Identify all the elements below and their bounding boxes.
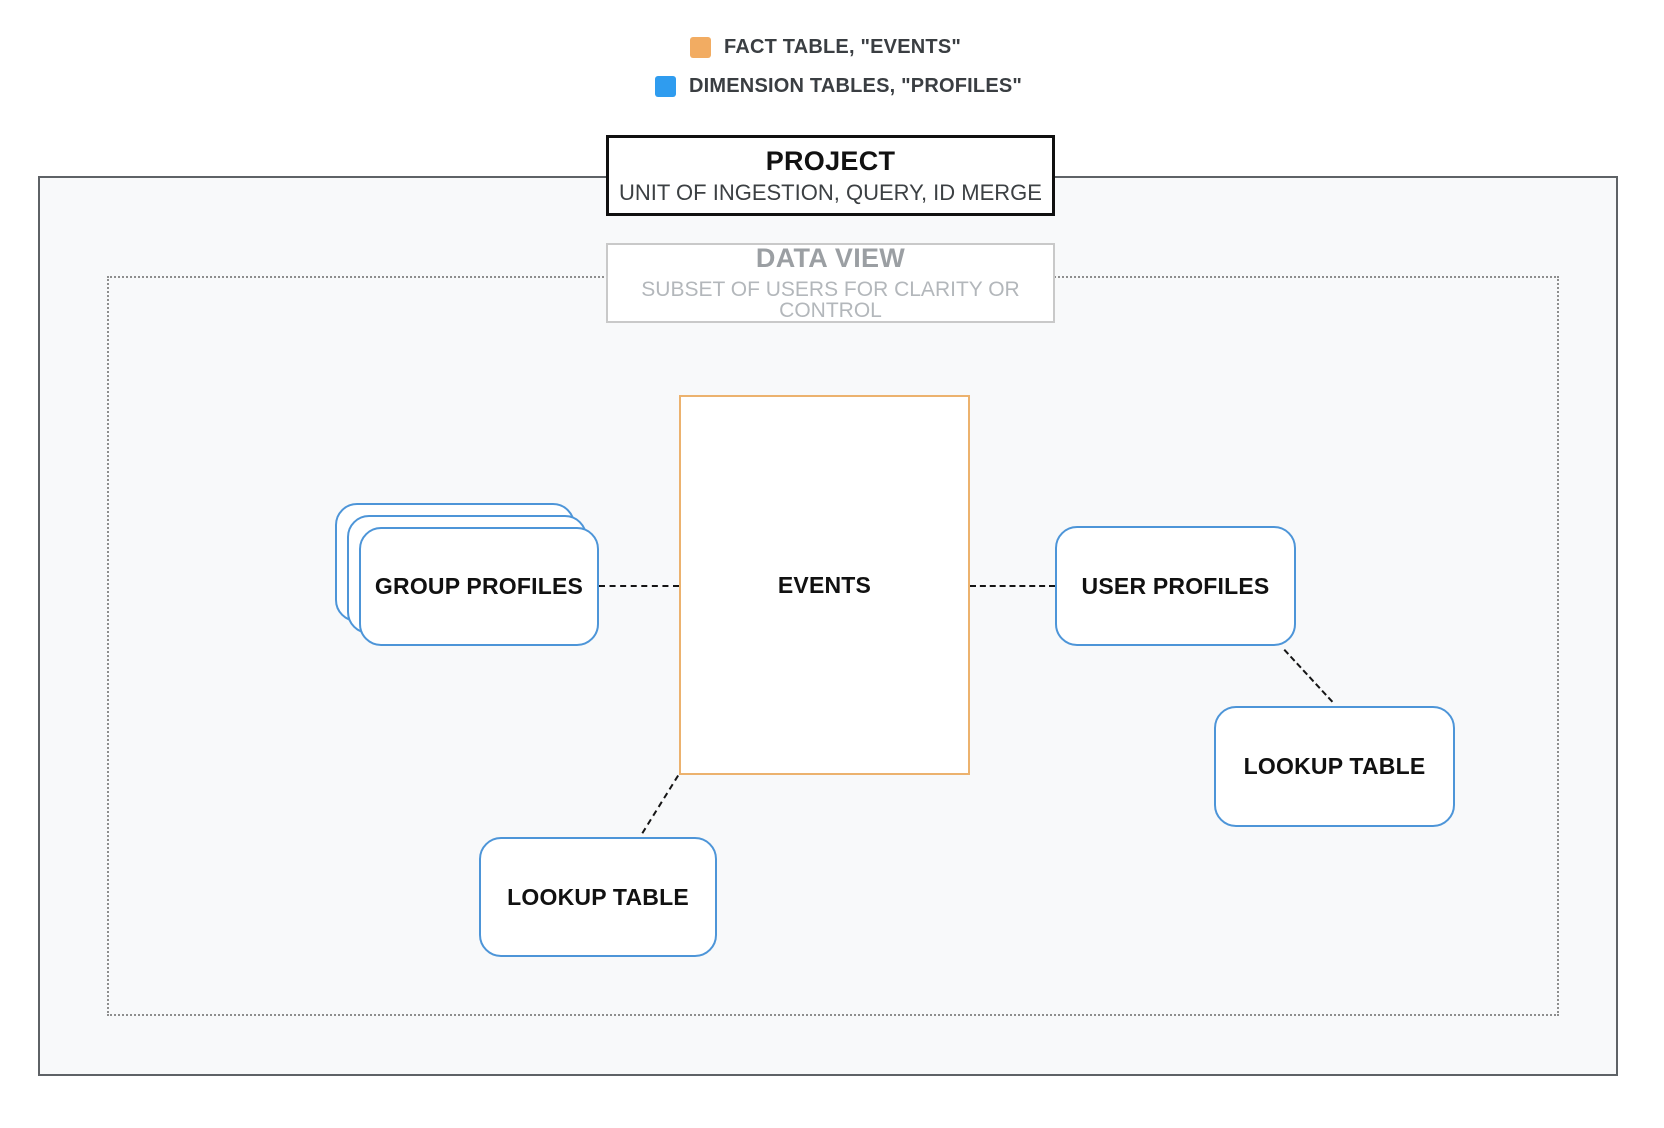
legend-label-dimension-tables: DIMENSION TABLES, "PROFILES": [689, 74, 1023, 97]
node-group-profiles-label: GROUP PROFILES: [374, 573, 584, 599]
connector-group-profiles-events: [599, 585, 679, 587]
node-lookup-table-left-label: LOOKUP TABLE: [507, 883, 689, 910]
legend-item-dimension-tables: DIMENSION TABLES, "PROFILES": [655, 75, 1022, 97]
node-lookup-table-left: LOOKUP TABLE: [479, 837, 717, 957]
data-view-subtitle: SUBSET OF USERS FOR CLARITY OR CONTROL: [641, 278, 1020, 322]
data-view-header-box: DATA VIEW SUBSET OF USERS FOR CLARITY OR…: [606, 243, 1055, 323]
node-user-profiles-label: USER PROFILES: [1081, 572, 1270, 599]
data-view-title: DATA VIEW: [755, 243, 906, 273]
connector-events-user-profiles: [970, 585, 1055, 587]
project-title: PROJECT: [765, 145, 896, 176]
legend-item-fact-table: FACT TABLE, "EVENTS": [690, 36, 961, 58]
dimension-tables-swatch-icon: [655, 75, 676, 97]
node-user-profiles: USER PROFILES: [1055, 526, 1296, 646]
project-header-box: PROJECT UNIT OF INGESTION, QUERY, ID MER…: [606, 135, 1055, 216]
node-lookup-table-right-label: LOOKUP TABLE: [1243, 753, 1426, 779]
node-events-label: EVENTS: [777, 571, 872, 598]
legend-label-fact-table: FACT TABLE, "EVENTS": [724, 35, 962, 58]
node-group-profiles: GROUP PROFILES: [359, 527, 599, 646]
fact-table-swatch-icon: [690, 36, 711, 58]
node-lookup-table-right: LOOKUP TABLE: [1214, 706, 1455, 827]
project-subtitle: UNIT OF INGESTION, QUERY, ID MERGE: [619, 179, 1042, 205]
node-events: EVENTS: [679, 395, 970, 775]
